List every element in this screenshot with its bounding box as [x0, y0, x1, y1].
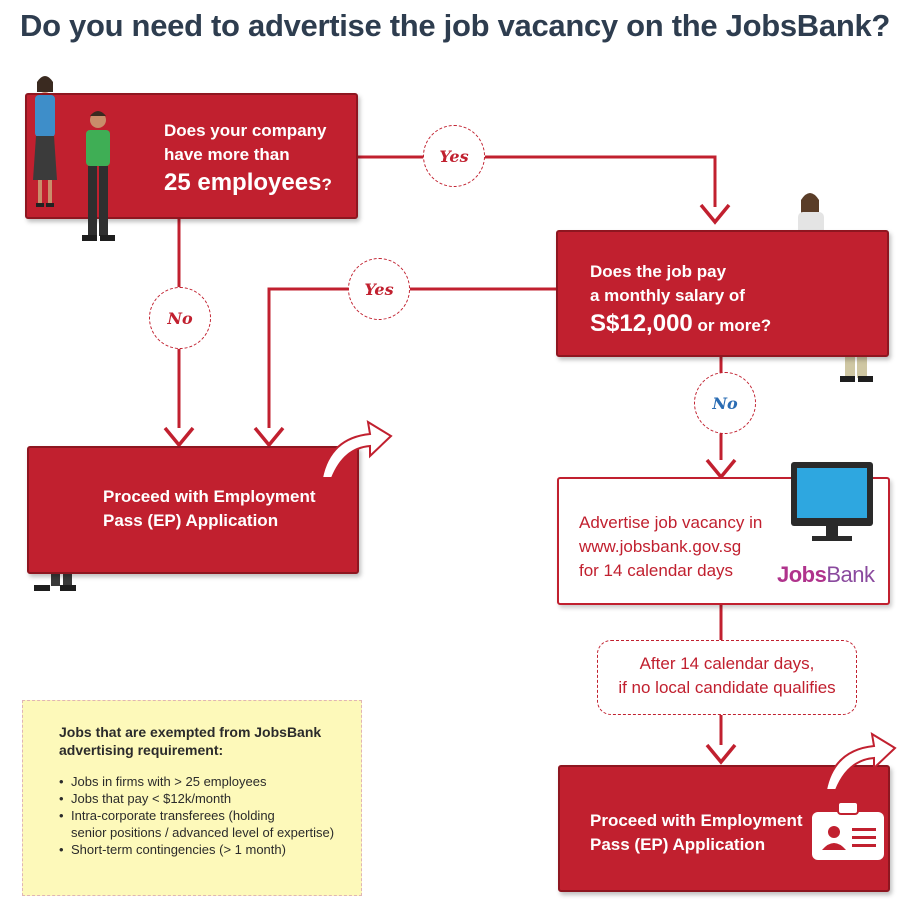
advert-line1: Advertise job vacancy in: [579, 513, 763, 532]
exemptions-note: Jobs that are exempted from JobsBank adv…: [22, 700, 362, 896]
advertise-box: Advertise job vacancy in www.jobsbank.go…: [557, 477, 890, 605]
question-salary-box: Does the job pay a monthly salary of S$1…: [556, 230, 889, 357]
q1-emphasis: 25 employees: [164, 169, 322, 196]
arrowhead-q2-no: [705, 458, 737, 480]
jobsbank-logo: JobsBank: [777, 562, 875, 588]
q2-line1: Does the job pay: [590, 262, 727, 281]
list-item: Jobs that pay < $12k/month: [59, 790, 361, 807]
ep1-line1: Proceed with Employment: [103, 487, 316, 506]
exemption-text: Jobs that pay < $12k/month: [71, 791, 232, 806]
arrowhead-q1-yes: [699, 203, 731, 225]
after-line1: After 14 calendar days,: [639, 654, 815, 673]
q2-line3: S$12,000 or more?: [590, 310, 771, 338]
exemption-text-continued: senior positions / advanced level of exp…: [71, 825, 335, 840]
exemption-text: Intra-corporate transferees (holding: [71, 808, 275, 823]
arrowhead-q1-no: [163, 426, 195, 448]
exemptions-list: Jobs in firms with > 25 employees Jobs t…: [59, 773, 361, 858]
ep1-line2: Pass (EP) Application: [103, 511, 279, 530]
q1-mark: ?: [321, 175, 332, 194]
exemption-text: Short-term contingencies (> 1 month): [71, 842, 286, 857]
list-item: Jobs in firms with > 25 employees: [59, 773, 361, 790]
q2-emphasis: S$12,000: [590, 310, 693, 337]
exemptions-heading: Jobs that are exempted from JobsBank adv…: [59, 724, 322, 758]
q1-line2: have more than: [164, 145, 290, 164]
logo-bank: Bank: [826, 562, 875, 587]
yes-label-q2: Yes: [348, 258, 410, 320]
arrowhead-q2-yes: [253, 426, 285, 448]
q1-line1: Does your company: [164, 121, 327, 140]
question-employees-box: Does your company have more than 25 empl…: [25, 93, 358, 219]
connector-q2-yes: [267, 287, 556, 428]
list-item: Short-term contingencies (> 1 month): [59, 841, 361, 858]
logo-jobs: Jobs: [777, 562, 827, 587]
q1-line3: 25 employees?: [164, 169, 332, 197]
ep-application-box-2: Proceed with Employment Pass (EP) Applic…: [558, 765, 890, 892]
after-14-days-note: After 14 calendar days, if no local cand…: [597, 640, 857, 715]
yes-label-q1: Yes: [423, 125, 485, 187]
advert-line2: www.jobsbank.gov.sg: [579, 537, 742, 556]
ep2-line1: Proceed with Employment: [590, 811, 803, 830]
advert-line3: for 14 calendar days: [579, 561, 734, 580]
arrowhead-advert: [705, 743, 737, 765]
ep-application-box-1: Proceed with Employment Pass (EP) Applic…: [27, 446, 359, 574]
after-line2: if no local candidate qualifies: [618, 678, 836, 697]
ep2-line2: Pass (EP) Application: [590, 835, 766, 854]
list-item: Intra-corporate transferees (holding seni…: [59, 807, 361, 841]
q2-tail: or more?: [692, 316, 772, 335]
page-title: Do you need to advertise the job vacancy…: [20, 8, 891, 43]
exemption-text: Jobs in firms with > 25 employees: [71, 774, 267, 789]
q2-line2: a monthly salary of: [590, 286, 745, 305]
no-label-q2: No: [694, 372, 756, 434]
no-label-q1: No: [149, 287, 211, 349]
connector-q1-yes: [357, 155, 717, 207]
